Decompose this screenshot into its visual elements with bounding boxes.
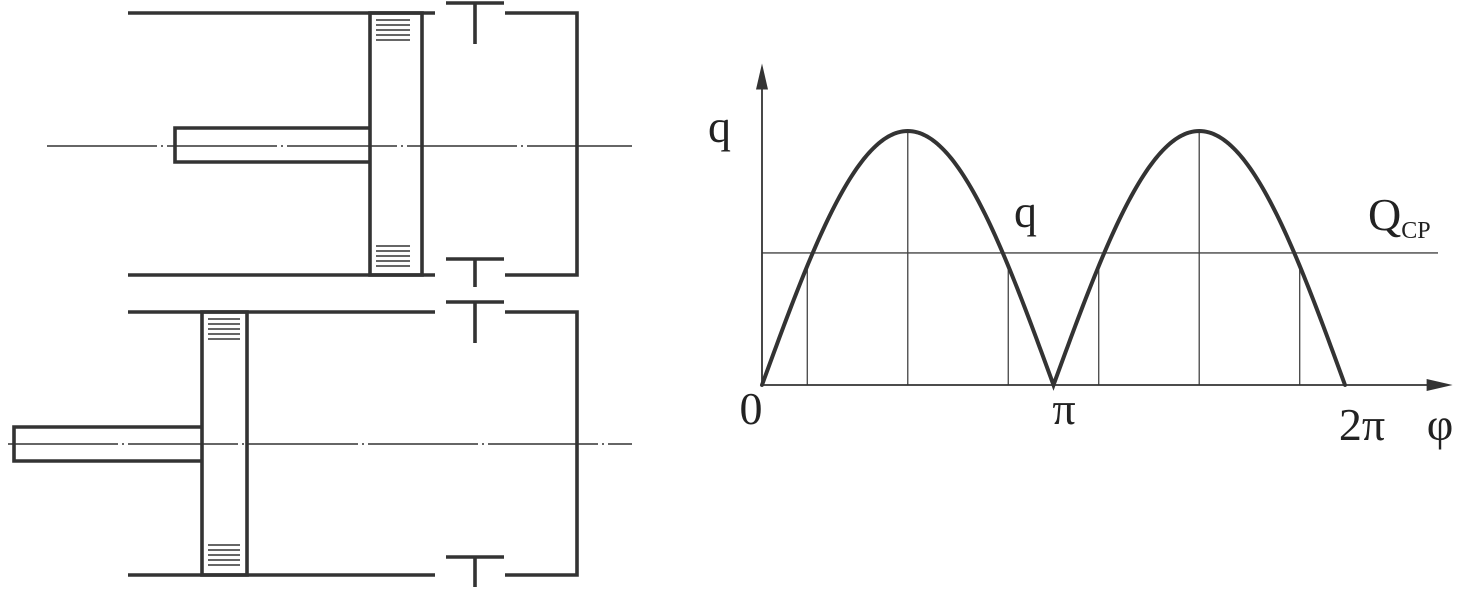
flow-rate-curve xyxy=(760,128,1347,391)
flow-rate-chart: q q QCP 0 π 2π φ xyxy=(708,63,1454,450)
x-tick-label-pi: π xyxy=(1052,383,1075,434)
reference-line-label-subscript: CP xyxy=(1401,218,1430,244)
bottom-piston-seal-lower xyxy=(208,544,240,566)
reference-line-label-main: Q xyxy=(1368,189,1401,240)
top-cylinder-piston xyxy=(368,11,424,277)
bottom-piston-seal-upper xyxy=(208,318,240,340)
bottom-cylinder-upper-port xyxy=(446,300,504,343)
top-cylinder-piston-rod xyxy=(173,126,370,164)
x-tick-label-0: 0 xyxy=(740,383,763,434)
top-piston-seal-lower xyxy=(376,245,410,267)
curve-label: q xyxy=(1014,186,1037,237)
top-piston-seal-upper xyxy=(376,19,410,41)
x-axis-label: φ xyxy=(1427,399,1454,450)
y-axis-arrowhead xyxy=(756,63,768,90)
top-cylinder-lower-port xyxy=(446,257,504,287)
bottom-cylinder-lower-port xyxy=(446,555,504,587)
top-cylinder-end-cap xyxy=(505,11,579,277)
x-tick-label-2pi: 2π xyxy=(1339,399,1385,450)
top-cylinder xyxy=(47,1,632,287)
vertical-guide-lines xyxy=(806,131,1301,385)
bottom-cylinder xyxy=(8,300,632,587)
top-cylinder-upper-port xyxy=(446,1,504,44)
y-axis-label: q xyxy=(708,101,731,152)
reference-line-label: QCP xyxy=(1368,189,1431,244)
x-axis-arrowhead xyxy=(1426,379,1453,391)
